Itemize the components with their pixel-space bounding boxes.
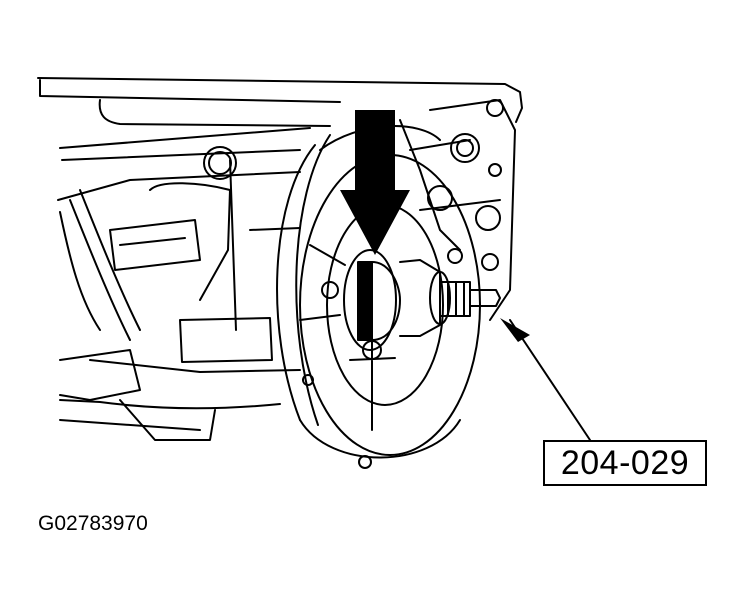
case-line [249, 227, 301, 231]
disc-bolt [321, 281, 339, 299]
case-boss [481, 253, 499, 271]
case-window [109, 219, 201, 271]
case-line [59, 127, 311, 149]
case-foot [119, 399, 216, 441]
disc-spoke [299, 244, 346, 321]
callout-leader [509, 319, 591, 441]
case-line [57, 171, 301, 201]
case-window-line [119, 237, 186, 246]
disc-spoke [349, 339, 396, 431]
case-line [61, 149, 301, 161]
tool-threads [447, 281, 465, 317]
case-panel [149, 182, 231, 301]
tool-collar-end [429, 271, 451, 325]
case-boss [475, 205, 501, 231]
hub [343, 249, 397, 351]
flange-left-edge [276, 144, 316, 421]
tool-callout-box: 204-029 [543, 440, 707, 486]
case-boss [450, 133, 480, 163]
spline-hub [371, 261, 401, 341]
spline-band [357, 261, 373, 341]
case-right-detail [399, 119, 461, 251]
case-top-edge [37, 77, 523, 123]
case-curve [69, 199, 131, 341]
case-rib [98, 99, 331, 127]
down-arrow-icon [340, 110, 410, 255]
disc-bolt [302, 374, 314, 386]
tool-collar [399, 259, 441, 337]
callout-arrowhead-icon [500, 318, 530, 342]
case-boss-inner [208, 151, 232, 175]
flange-left-edge-inner [295, 134, 331, 426]
case-boss [488, 163, 502, 177]
case-boss [427, 185, 453, 211]
case-curve [59, 211, 101, 331]
case-curve [79, 189, 141, 331]
case-right-edge [429, 99, 516, 321]
figure-id: G02783970 [38, 512, 148, 535]
tool-tip [469, 289, 501, 307]
case-lower [59, 349, 141, 401]
disc-bolt [447, 248, 463, 264]
flange-bottom [299, 419, 461, 459]
case-top-inner [39, 79, 341, 103]
case-bottom-curve [59, 399, 281, 410]
case-line [59, 419, 201, 431]
disc-bolt [358, 455, 372, 469]
case-line [229, 159, 237, 331]
case-right-detail [409, 139, 501, 211]
case-boss [203, 146, 237, 180]
case-panel [179, 317, 273, 363]
case-line [89, 359, 301, 373]
tool-callout-label: 204-029 [560, 443, 690, 482]
